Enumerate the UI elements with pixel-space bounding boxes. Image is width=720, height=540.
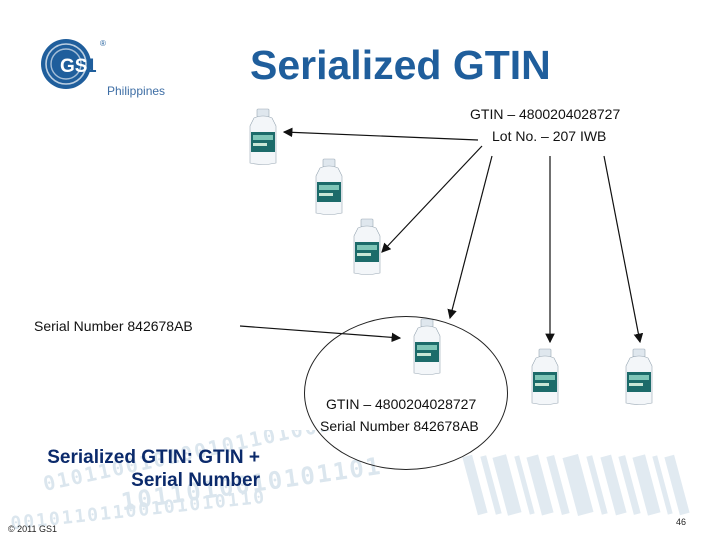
bottle-icon [353, 218, 381, 275]
serialized-item-ellipse [304, 316, 508, 470]
svg-text:®: ® [100, 39, 106, 48]
arrow-lot-to-bottle1 [282, 127, 479, 141]
arrow-lot-to-bottle6 [603, 155, 644, 344]
arrow-lot-to-ellipse [447, 155, 493, 320]
bottle-icon [249, 108, 277, 165]
gs1-logo-icon: GS 1 ® [41, 39, 106, 89]
region-label: Philippines [107, 84, 166, 98]
svg-text:GS: GS [60, 56, 87, 77]
copyright: © 2011 GS1 [8, 524, 57, 534]
svg-text:1: 1 [86, 56, 97, 77]
summary-line-2: Serial Number [131, 470, 260, 491]
ellipse-gtin-label: GTIN – 4800204028727 [326, 396, 477, 412]
arrow-lot-to-bottle3 [381, 145, 483, 253]
page-number: 46 [676, 517, 687, 527]
gtin-label: GTIN – 4800204028727 [470, 106, 621, 122]
serial-number-label: Serial Number 842678AB [34, 318, 193, 334]
bottle-icon [315, 158, 343, 215]
summary-line-1: Serialized GTIN: GTIN + [47, 447, 260, 468]
slide-title: Serialized GTIN [250, 42, 551, 88]
bottle-icon [625, 348, 653, 405]
lot-label: Lot No. – 207 IWB [492, 128, 607, 144]
summary-text: Serialized GTIN: GTIN + Serial Number [38, 446, 260, 492]
ellipse-serial-label: Serial Number 842678AB [320, 418, 479, 434]
bottle-icon [531, 348, 559, 405]
